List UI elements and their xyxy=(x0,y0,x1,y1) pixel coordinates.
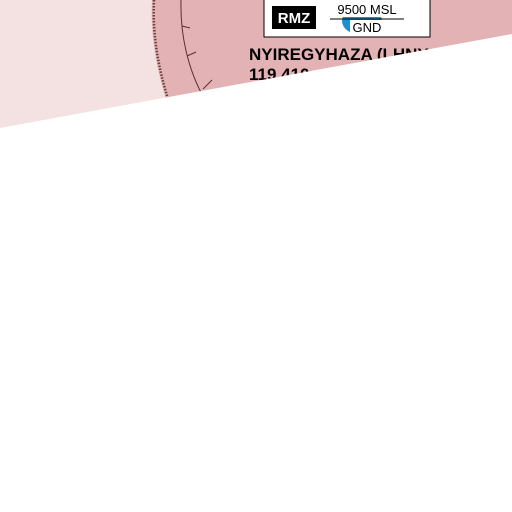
rmz-badge xyxy=(272,6,316,29)
airspace-inner-arc xyxy=(180,0,206,101)
upper-limit-bg xyxy=(334,0,400,17)
rmz-badge-label: RMZ xyxy=(278,10,311,27)
lower-limit-text: GND xyxy=(353,20,382,35)
airspace-name: NYIREGYHAZA (LHNY xyxy=(249,45,429,64)
boundary-ticks xyxy=(181,25,213,90)
airspace-frequency: 119.410 xyxy=(249,65,310,84)
upper-limit-text: 9500 MSL xyxy=(337,2,396,17)
lower-limit-bg xyxy=(350,20,384,35)
